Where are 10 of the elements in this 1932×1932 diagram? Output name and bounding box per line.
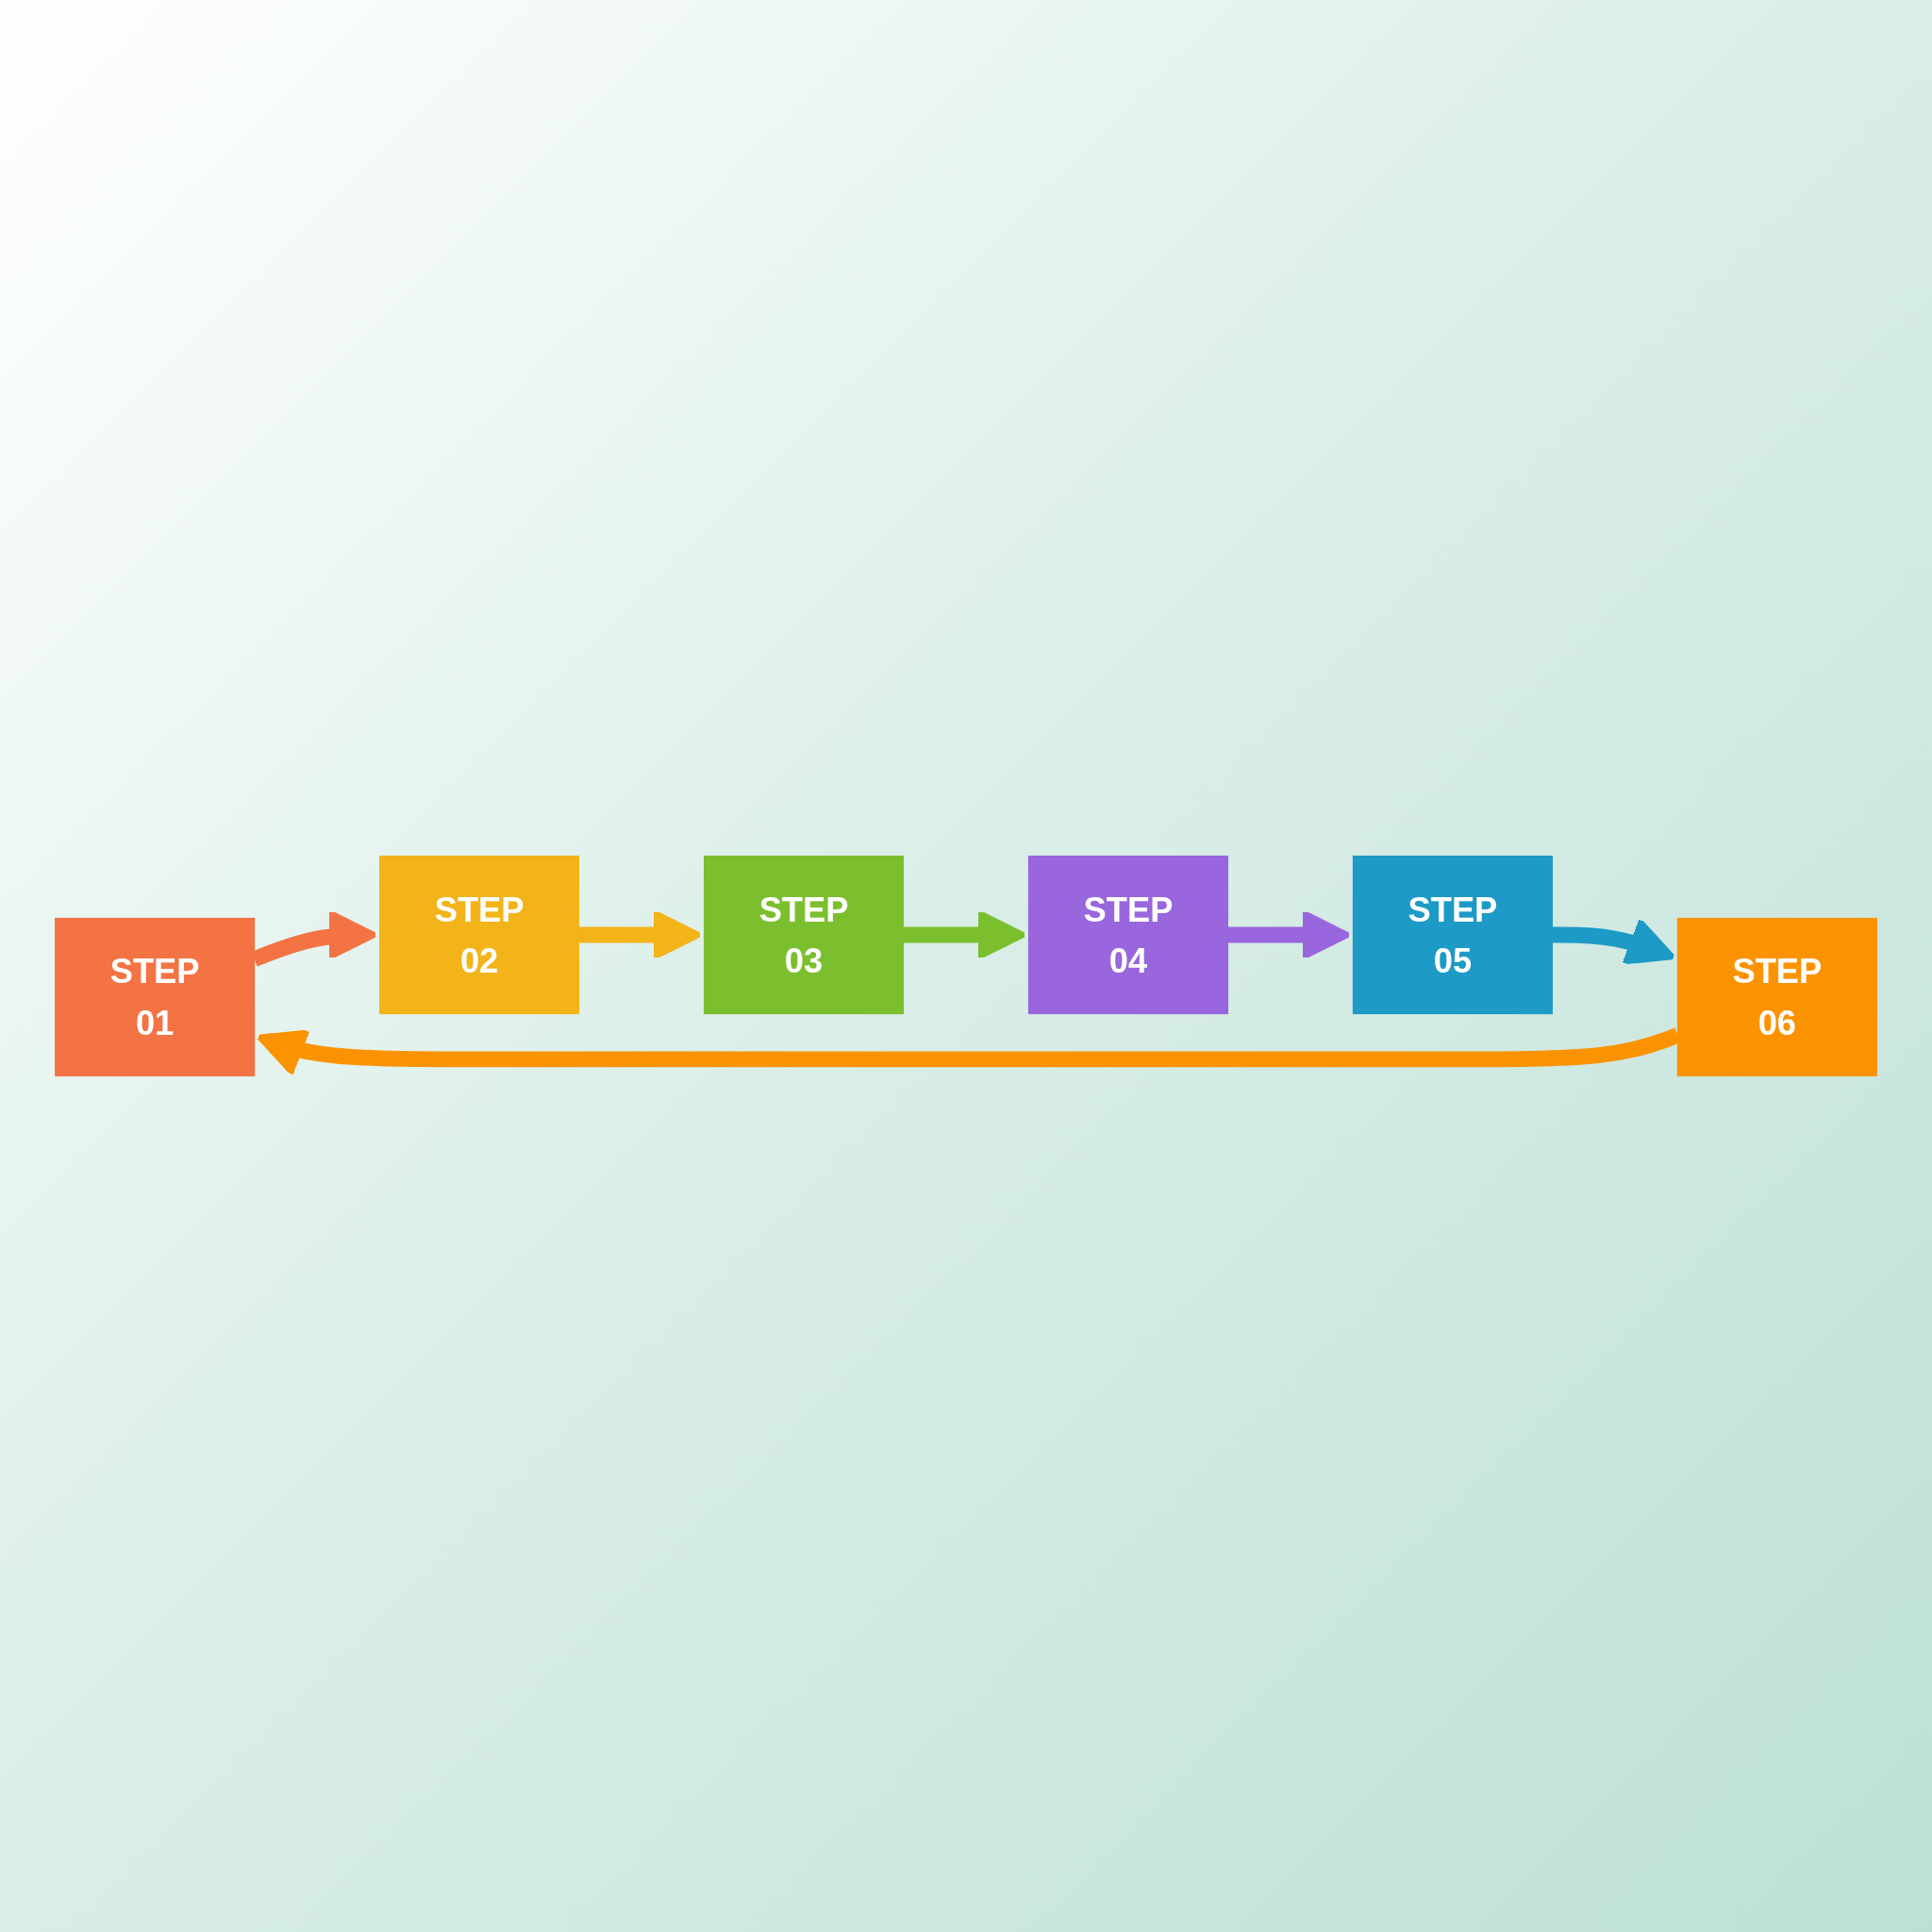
node-box: STEP 04 (1027, 855, 1229, 1015)
arrow (1227, 909, 1352, 960)
arrow (578, 909, 703, 960)
node-box: STEP 02 (379, 855, 580, 1015)
node-box: STEP 06 (1676, 917, 1877, 1077)
arrow (1552, 917, 1676, 965)
node-box: STEP 03 (703, 855, 905, 1015)
node-box: STEP 05 (1352, 855, 1553, 1015)
arrow (903, 909, 1027, 960)
node-box: STEP 01 (55, 917, 256, 1077)
